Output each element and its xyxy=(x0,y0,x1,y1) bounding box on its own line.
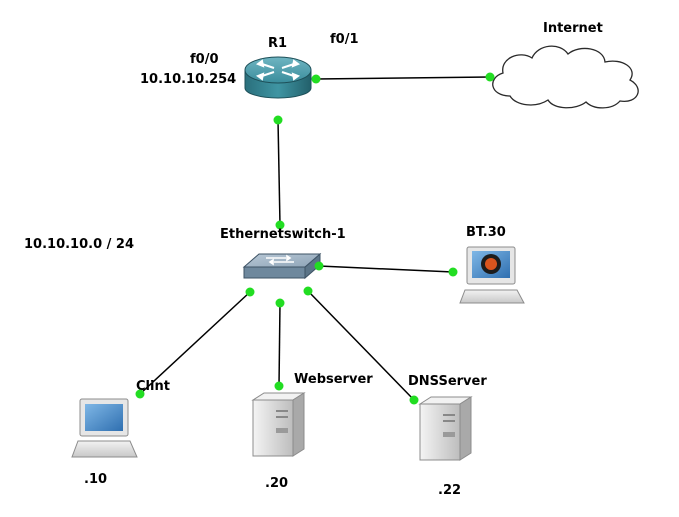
port-dot xyxy=(311,74,321,84)
port-dot xyxy=(314,261,324,271)
webserver-name-label: Webserver xyxy=(294,372,373,387)
port-dot xyxy=(273,115,283,125)
port-dot xyxy=(245,287,255,297)
port-dot xyxy=(448,267,458,277)
subnet-label: 10.10.10.0 / 24 xyxy=(24,237,134,252)
client-name-label: Clint xyxy=(136,379,170,394)
ethernet-switch-icon[interactable] xyxy=(242,252,322,280)
link-router-switch xyxy=(277,119,281,226)
dnsserver-name-label: DNSServer xyxy=(408,374,487,389)
internet-label: Internet xyxy=(543,21,603,36)
link-switch-bt xyxy=(318,265,454,273)
webserver-tower-icon[interactable] xyxy=(251,392,306,457)
client-host-label: .10 xyxy=(84,472,107,487)
bt-name-label: BT.30 xyxy=(466,225,506,240)
port-dot xyxy=(303,286,313,296)
client-laptop-icon[interactable] xyxy=(71,398,138,458)
dnsserver-host-label: .22 xyxy=(438,483,461,498)
port-dot xyxy=(275,220,285,230)
link-switch-dnsserver xyxy=(307,290,415,401)
dnsserver-tower-icon[interactable] xyxy=(418,396,473,461)
internet-cloud-icon[interactable] xyxy=(492,45,639,109)
link-router-internet xyxy=(315,76,491,80)
link-switch-webserver xyxy=(278,302,281,387)
router-name-label: R1 xyxy=(268,36,287,51)
port-dots xyxy=(135,72,495,405)
links xyxy=(139,76,491,401)
router-lan-interface-label: f0/0 xyxy=(190,52,219,67)
port-dot xyxy=(409,395,419,405)
router-r1-icon[interactable] xyxy=(244,56,312,99)
port-dot xyxy=(274,381,284,391)
webserver-host-label: .20 xyxy=(265,476,288,491)
bt-workstation-icon[interactable] xyxy=(459,246,525,304)
port-dot xyxy=(275,298,285,308)
router-wan-interface-label: f0/1 xyxy=(330,32,359,47)
router-ip-label: 10.10.10.254 xyxy=(140,72,236,87)
port-dot xyxy=(485,72,495,82)
switch-name-label: Ethernetswitch-1 xyxy=(220,227,346,242)
port-dot xyxy=(135,389,145,399)
link-switch-client xyxy=(139,291,251,395)
